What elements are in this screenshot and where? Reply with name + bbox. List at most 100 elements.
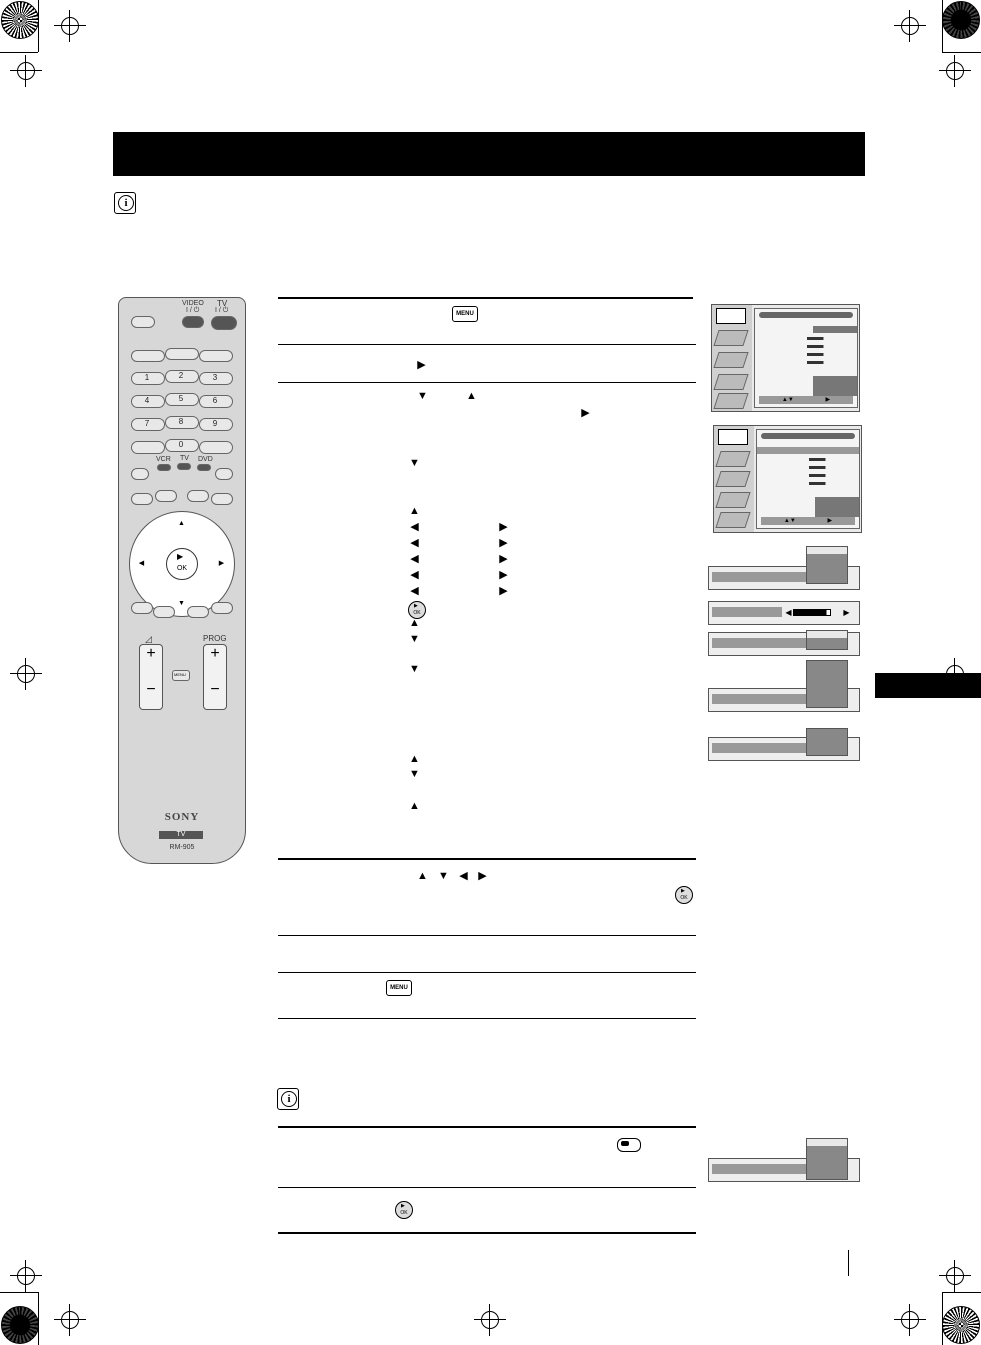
- num-key-5[interactable]: 5: [165, 393, 199, 406]
- up-arrow-icon[interactable]: ▲: [178, 520, 185, 527]
- right-arrow-icon: ▶: [499, 553, 508, 565]
- table-rule: [278, 1126, 696, 1128]
- vcr-select-button[interactable]: [157, 464, 171, 471]
- video-power-button[interactable]: [182, 316, 204, 328]
- num-key-2[interactable]: 2: [165, 370, 199, 383]
- screen-mode-button[interactable]: [199, 350, 233, 362]
- dvd-select-button[interactable]: [197, 464, 211, 471]
- osd-tab-detail: [715, 512, 751, 528]
- registration-mark: [894, 10, 926, 42]
- fn-button-3[interactable]: [187, 490, 209, 502]
- num-key-3[interactable]: 3: [199, 372, 233, 385]
- menu-label: MENU: [174, 672, 186, 677]
- right-arrow-icon: ▶: [581, 407, 590, 419]
- prog-rocker[interactable]: +−: [203, 644, 227, 710]
- osd-option-popup: [806, 728, 848, 756]
- osd-slider: [809, 482, 836, 485]
- ok-key-icon: OK: [395, 1201, 413, 1219]
- osd-bar-fill: [712, 607, 782, 617]
- num-key-4[interactable]: 4: [131, 395, 165, 408]
- osd-footer: ▲▼ ▶: [759, 396, 853, 404]
- osd-tab-features: [713, 352, 749, 368]
- navigation-pad[interactable]: OK ▲ ▼ ◀ ▶: [129, 511, 235, 617]
- vcr-label: VCR: [156, 456, 171, 463]
- fn-button-1[interactable]: [131, 493, 153, 505]
- page-number-divider: [848, 1250, 849, 1276]
- osd-picture-menu-selected: ▲▼ ▶: [713, 425, 862, 533]
- ok-key-icon: OK: [675, 886, 693, 904]
- table-rule: [278, 344, 696, 345]
- crop-line: [942, 1292, 943, 1345]
- left-arrow-icon[interactable]: ◀: [138, 560, 145, 567]
- right-arrow-icon: ▶: [417, 359, 426, 371]
- right-arrow-icon: ▶: [499, 521, 508, 533]
- left-arrow-icon: ◀: [459, 870, 468, 882]
- fn-button-2[interactable]: [155, 490, 177, 502]
- right-arrow-icon: ▶: [843, 608, 850, 617]
- up-arrow-icon: ▲: [417, 870, 428, 882]
- mute-button[interactable]: [131, 316, 155, 328]
- registration-mark: [10, 55, 42, 87]
- yellow-button[interactable]: [187, 606, 209, 618]
- info-icon: i: [114, 192, 136, 214]
- tv-power-button[interactable]: [211, 316, 237, 330]
- registration-mark: [10, 1260, 42, 1292]
- down-arrow-icon[interactable]: ▼: [178, 600, 185, 607]
- osd-slider: [807, 361, 834, 364]
- blue-button[interactable]: [211, 602, 233, 614]
- left-arrow-icon: ◀: [410, 569, 419, 581]
- crop-line: [0, 52, 38, 53]
- up-arrow-icon: ▲: [409, 753, 420, 765]
- num-key-8[interactable]: 8: [165, 416, 199, 429]
- num-key-9[interactable]: 9: [199, 418, 233, 431]
- menu-key-icon: MENU: [452, 306, 478, 322]
- red-button[interactable]: [131, 602, 153, 614]
- osd-picture-menu: ▲▼ ▶: [711, 304, 860, 412]
- tv-select-button[interactable]: [177, 463, 191, 470]
- osd-slider: [809, 474, 836, 477]
- print-mark-sunburst-top-left: [1, 1, 39, 39]
- volume-rocker[interactable]: +−: [139, 644, 163, 710]
- osd-title: [761, 433, 855, 439]
- num-key-0[interactable]: 0: [165, 439, 199, 452]
- osd-bar-fill: [712, 572, 812, 582]
- down-arrow-icon: ▼: [438, 870, 449, 882]
- osd-tab-sound: [713, 330, 749, 346]
- section-header-bar: [113, 132, 865, 176]
- green-button[interactable]: [153, 606, 175, 618]
- registration-mark: [10, 658, 42, 690]
- left-arrow-icon: ◀: [410, 585, 419, 597]
- video-label: VIDEO: [182, 300, 204, 307]
- osd-highlight: [813, 326, 857, 333]
- print-mark-sunburst-bottom-right: [942, 1306, 980, 1344]
- table-rule: [278, 935, 696, 936]
- down-arrow-icon: ▼: [409, 633, 420, 645]
- info-button[interactable]: [131, 441, 165, 454]
- table-rule: [278, 1018, 696, 1019]
- video-power-label: I / ⏻: [186, 307, 200, 314]
- crop-line: [38, 1292, 39, 1345]
- menu-button[interactable]: MENU: [172, 670, 190, 681]
- menu-side-button[interactable]: [215, 468, 233, 480]
- input-button[interactable]: [165, 348, 199, 360]
- crop-line: [942, 1292, 981, 1293]
- num-key-6[interactable]: 6: [199, 395, 233, 408]
- right-arrow-icon[interactable]: ▶: [218, 560, 225, 567]
- registration-mark: [474, 1304, 506, 1336]
- vcr-source-button[interactable]: [131, 468, 149, 480]
- ok-button[interactable]: OK: [166, 548, 198, 580]
- osd-tab-picture: [718, 429, 748, 445]
- table-rule: [278, 1187, 696, 1188]
- info-glyph: i: [281, 1091, 297, 1107]
- prev-channel-button[interactable]: [199, 441, 233, 454]
- osd-footer: ▲▼ ▶: [761, 517, 855, 525]
- num-key-7[interactable]: 7: [131, 418, 165, 431]
- registration-mark: [894, 1304, 926, 1336]
- fn-button-4[interactable]: [211, 493, 233, 505]
- osd-bar-fill: [712, 1164, 812, 1174]
- osd-highlight: [757, 447, 859, 454]
- green-key-icon: [617, 1138, 641, 1152]
- teletext-button[interactable]: [131, 350, 165, 362]
- num-key-1[interactable]: 1: [131, 372, 165, 385]
- left-arrow-icon: ◀: [410, 537, 419, 549]
